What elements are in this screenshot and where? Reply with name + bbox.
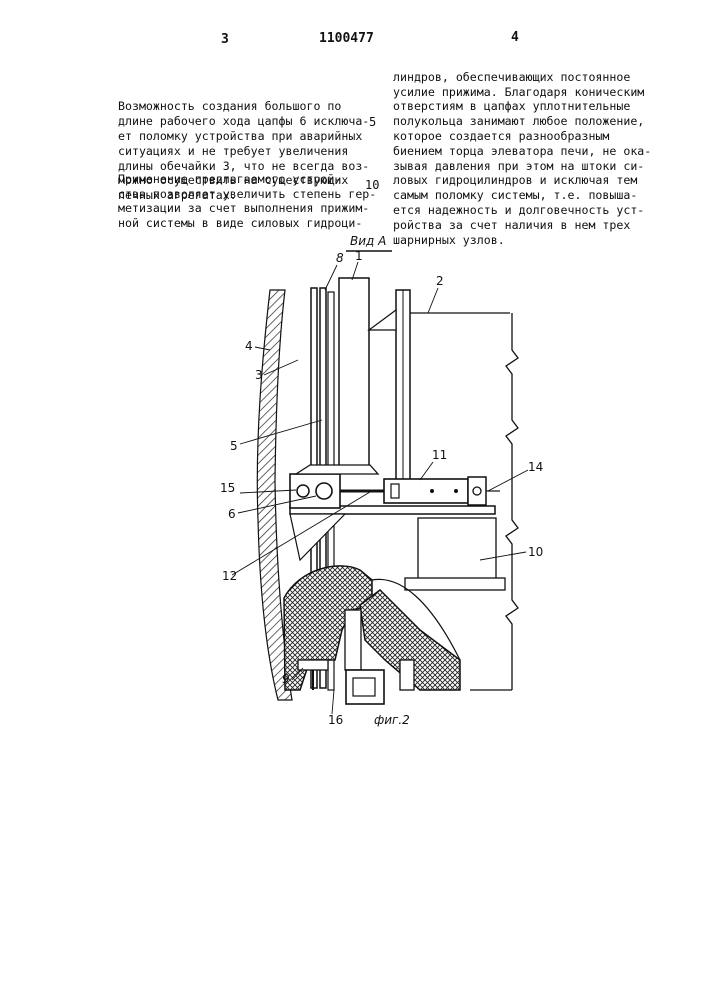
- callout-1: 1: [355, 249, 363, 263]
- callout-8: 8: [336, 251, 344, 265]
- support-base: [405, 578, 505, 590]
- lower-link: [345, 610, 361, 670]
- hinge-cover: [296, 465, 378, 474]
- callout-4: 4: [245, 339, 253, 353]
- bracket-2-gusset: [369, 310, 396, 330]
- callout-6: 6: [228, 507, 236, 521]
- callout-2: 2: [436, 274, 444, 288]
- frame-break-line: [506, 313, 518, 690]
- leader-8: [325, 265, 337, 290]
- leader-14: [488, 470, 528, 491]
- support-10: [418, 518, 496, 582]
- column-1: [339, 278, 369, 468]
- lower-hinge-inner: [353, 678, 375, 696]
- callout-5: 5: [230, 439, 238, 453]
- callout-12: 12: [222, 569, 237, 583]
- callout-11: 11: [432, 448, 447, 462]
- callout-16: 16: [328, 713, 343, 727]
- elevator-lug: [400, 660, 414, 690]
- callout-10: 10: [528, 545, 543, 559]
- view-label: Вид A: [350, 234, 386, 248]
- leader-5: [240, 420, 322, 444]
- cylinder-cap: [391, 484, 399, 498]
- leader-16: [332, 690, 334, 714]
- callout-14: 14: [528, 460, 543, 474]
- cylinder-pin-2: [454, 489, 458, 493]
- leader-11: [420, 462, 433, 480]
- cylinder-pin: [430, 489, 434, 493]
- callout-9: 9: [282, 672, 290, 686]
- callout-3: 3: [255, 368, 263, 382]
- leader-2: [428, 288, 438, 313]
- hinge-pin-6: [297, 485, 309, 497]
- trunnion-6: [316, 483, 332, 499]
- cylinder-pivot: [473, 487, 481, 495]
- callout-15: 15: [220, 481, 235, 495]
- figure-caption: фиг.2: [374, 713, 410, 727]
